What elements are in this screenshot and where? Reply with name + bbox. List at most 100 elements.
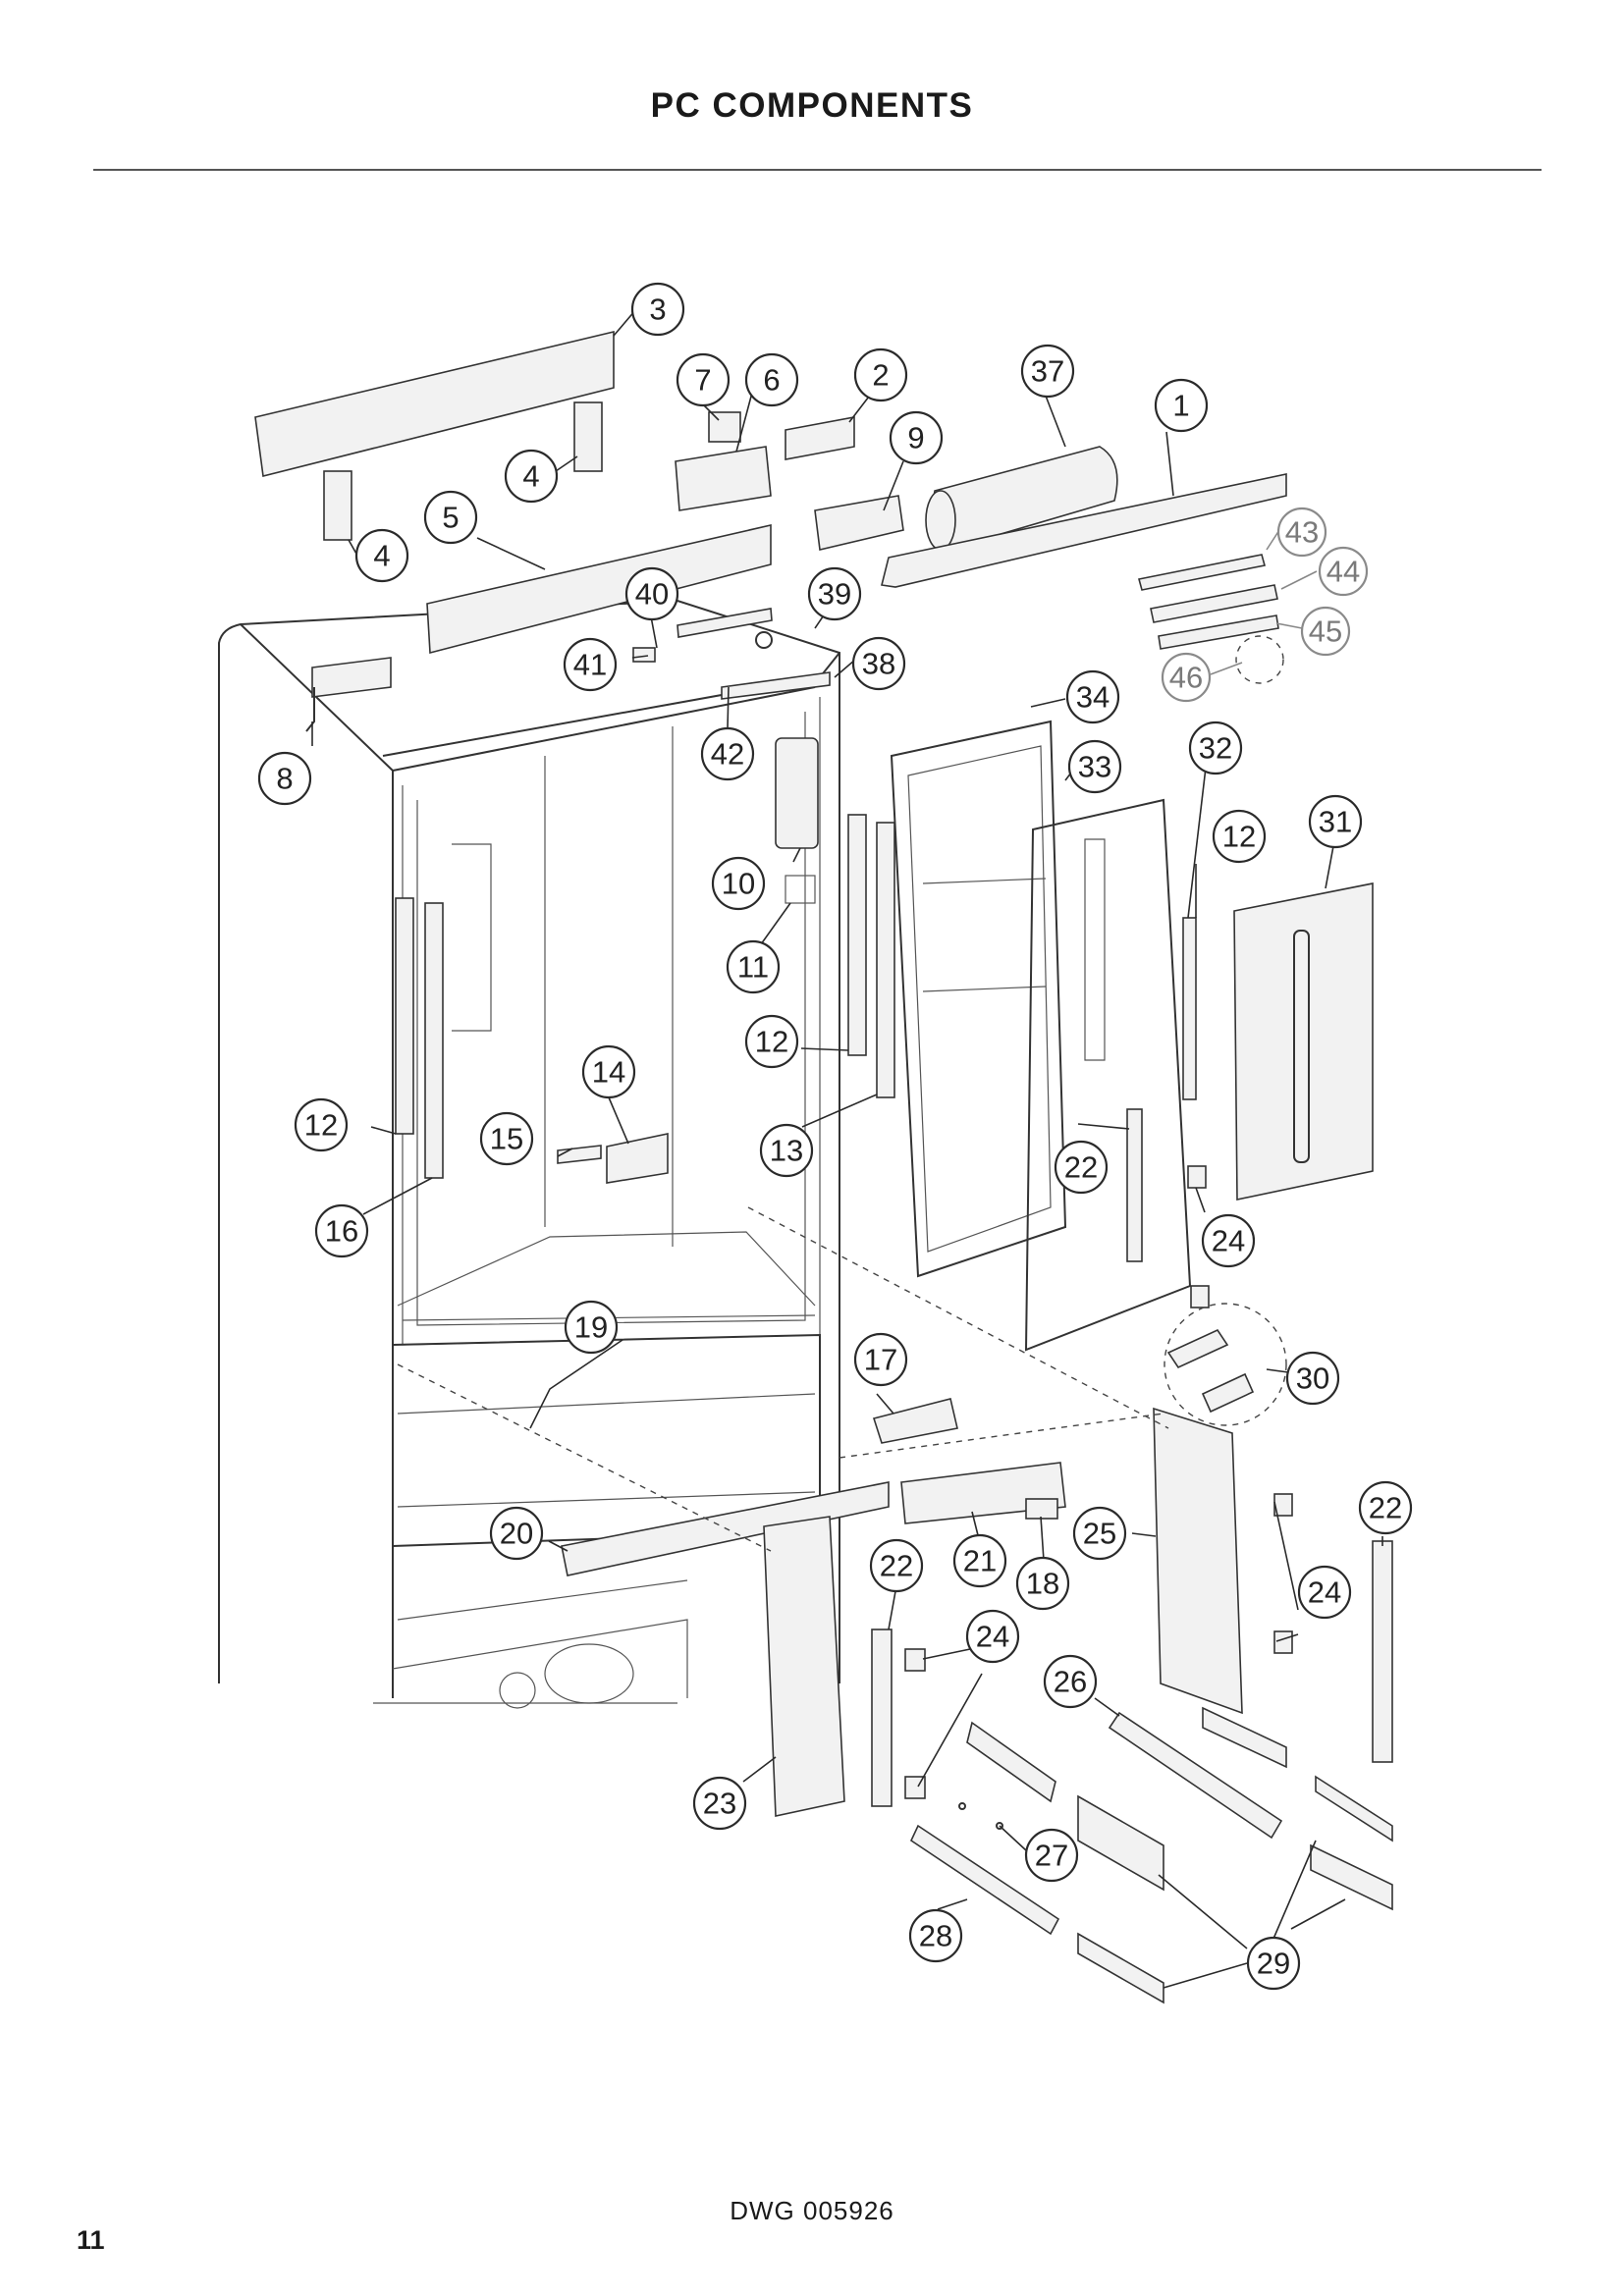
- callout-14: 14: [581, 1044, 636, 1099]
- svg-text:12: 12: [755, 1025, 788, 1059]
- svg-text:15: 15: [490, 1122, 523, 1156]
- callout-21: 21: [952, 1533, 1007, 1588]
- svg-text:7: 7: [694, 363, 711, 398]
- callout-10: 10: [711, 856, 766, 911]
- svg-text:40: 40: [635, 577, 669, 612]
- callout-15: 15: [479, 1111, 534, 1166]
- svg-text:33: 33: [1078, 750, 1111, 784]
- callout-46: 46: [1161, 652, 1212, 703]
- svg-text:25: 25: [1083, 1517, 1116, 1551]
- svg-text:24: 24: [1308, 1575, 1341, 1610]
- svg-text:12: 12: [304, 1108, 338, 1143]
- svg-text:17: 17: [864, 1343, 897, 1377]
- svg-text:41: 41: [573, 648, 607, 682]
- callout-43: 43: [1276, 507, 1327, 558]
- svg-text:42: 42: [711, 737, 744, 772]
- callout-22-left: 22: [869, 1538, 924, 1593]
- svg-text:3: 3: [649, 293, 666, 327]
- callout-26: 26: [1043, 1654, 1098, 1709]
- callout-8: 8: [257, 751, 312, 806]
- callout-12-left: 12: [294, 1097, 349, 1152]
- callout-19: 19: [564, 1300, 619, 1355]
- callout-30: 30: [1285, 1351, 1340, 1406]
- callout-33: 33: [1067, 739, 1122, 794]
- svg-text:1: 1: [1172, 389, 1189, 423]
- callout-5: 5: [423, 490, 478, 545]
- callout-6: 6: [744, 352, 799, 407]
- svg-text:24: 24: [1212, 1224, 1245, 1258]
- callout-1: 1: [1154, 378, 1209, 433]
- svg-text:13: 13: [770, 1134, 803, 1168]
- svg-text:39: 39: [818, 577, 851, 612]
- callout-40: 40: [624, 566, 679, 621]
- title-divider: [93, 169, 1542, 171]
- callout-23: 23: [692, 1776, 747, 1831]
- callout-39: 39: [807, 566, 862, 621]
- callout-22-right: 22: [1358, 1480, 1413, 1535]
- top-covers: [254, 330, 772, 732]
- upper-parts: [632, 411, 1287, 904]
- callout-44: 44: [1318, 546, 1369, 597]
- callout-31: 31: [1308, 794, 1363, 849]
- callout-4-right: 4: [504, 449, 559, 504]
- callout-27: 27: [1024, 1828, 1079, 1883]
- callout-34: 34: [1065, 669, 1120, 724]
- callout-42: 42: [700, 726, 755, 781]
- callout-37: 37: [1020, 344, 1075, 399]
- svg-text:2: 2: [872, 358, 889, 393]
- drawing-number: DWG 005926: [730, 2196, 894, 2225]
- svg-text:31: 31: [1319, 805, 1352, 839]
- svg-text:28: 28: [919, 1919, 952, 1953]
- svg-text:14: 14: [592, 1055, 625, 1090]
- callout-9: 9: [889, 410, 944, 465]
- svg-text:19: 19: [574, 1310, 608, 1345]
- svg-text:22: 22: [1369, 1491, 1402, 1525]
- svg-text:9: 9: [907, 421, 924, 455]
- svg-text:27: 27: [1035, 1839, 1068, 1873]
- svg-text:45: 45: [1309, 614, 1342, 649]
- svg-text:29: 29: [1257, 1947, 1290, 1981]
- callout-11: 11: [726, 939, 781, 994]
- svg-text:4: 4: [522, 459, 539, 494]
- svg-text:10: 10: [722, 867, 755, 901]
- svg-text:12: 12: [1222, 820, 1256, 854]
- callout-12-center: 12: [744, 1014, 799, 1069]
- callout-2: 2: [853, 347, 908, 402]
- callout-32: 32: [1188, 721, 1243, 775]
- svg-text:32: 32: [1199, 731, 1232, 766]
- svg-text:4: 4: [373, 539, 390, 573]
- callout-45: 45: [1300, 606, 1351, 657]
- callout-38: 38: [851, 636, 906, 691]
- callout-4-left: 4: [354, 528, 409, 583]
- svg-text:26: 26: [1054, 1665, 1087, 1699]
- svg-text:37: 37: [1031, 354, 1064, 389]
- door-shelves-and-panels: [395, 720, 1374, 1426]
- svg-text:5: 5: [442, 501, 459, 535]
- svg-text:46: 46: [1169, 661, 1203, 695]
- callout-41: 41: [563, 637, 618, 692]
- assembly-guide-lines: [397, 1206, 1169, 1552]
- svg-text:38: 38: [862, 647, 895, 681]
- callout-16: 16: [314, 1203, 369, 1258]
- svg-text:44: 44: [1326, 555, 1360, 589]
- callout-28: 28: [908, 1908, 963, 1963]
- svg-text:20: 20: [500, 1517, 533, 1551]
- page-title: PC COMPONENTS: [650, 86, 974, 125]
- callout-3: 3: [630, 282, 685, 337]
- callout-7: 7: [676, 352, 731, 407]
- leader-lines: [311, 308, 1383, 1989]
- freezer-parts: [561, 1398, 1393, 2004]
- svg-text:34: 34: [1076, 680, 1110, 715]
- callout-18: 18: [1015, 1556, 1070, 1611]
- callout-17: 17: [853, 1332, 908, 1387]
- svg-text:24: 24: [976, 1620, 1009, 1654]
- svg-text:18: 18: [1026, 1567, 1059, 1601]
- callout-24-right: 24: [1297, 1565, 1352, 1620]
- callout-22-door: 22: [1054, 1140, 1109, 1195]
- callout-24-door: 24: [1201, 1213, 1256, 1268]
- callout-24-left: 24: [965, 1609, 1020, 1664]
- svg-text:22: 22: [1064, 1150, 1098, 1185]
- svg-text:30: 30: [1296, 1362, 1329, 1396]
- svg-text:6: 6: [763, 363, 780, 398]
